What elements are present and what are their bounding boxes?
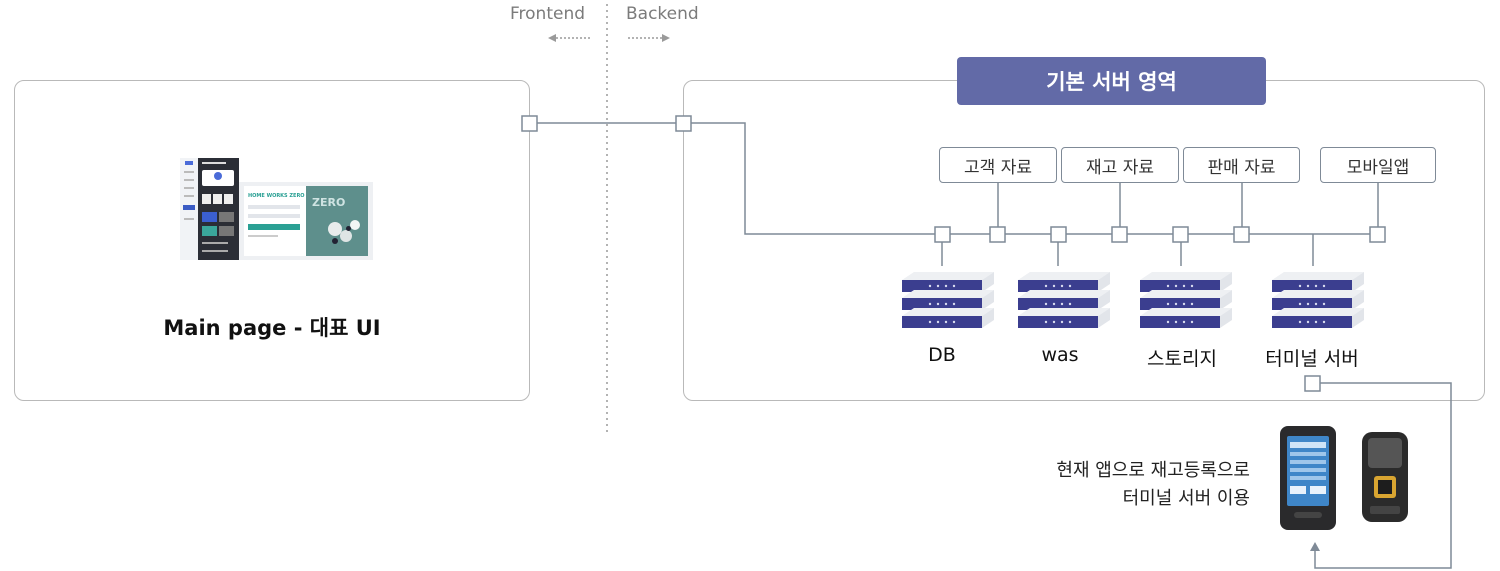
handheld-terminal-icon — [1280, 426, 1336, 530]
thumb-card-title: HOME WORKS ZERO — [248, 193, 305, 199]
frontend-arrow — [548, 34, 590, 42]
server-label-db: DB — [928, 344, 956, 366]
node-terminal — [1304, 375, 1321, 392]
storage-server-icon — [1140, 272, 1232, 328]
was-server-icon — [1018, 272, 1110, 328]
tag-customer-data: 고객 자료 — [939, 147, 1057, 183]
thumb-nav-rail — [180, 158, 198, 260]
thumb-dark-panel — [198, 158, 239, 260]
server-label-was: was — [1041, 344, 1079, 366]
node-frontend — [521, 115, 538, 132]
node-customer — [989, 226, 1006, 243]
backend-panel — [683, 80, 1485, 401]
device-arrow-head — [1310, 542, 1320, 551]
barcode-scanner-icon — [1362, 432, 1408, 522]
terminal-note: 현재 앱으로 재고등록으로 터미널 서버 이용 — [990, 457, 1250, 513]
tag-inventory-data: 재고 자료 — [1061, 147, 1179, 183]
main-page-thumbnail: HOME WORKS ZERO ZERO — [180, 158, 373, 260]
note-line-1: 현재 앱으로 재고등록으로 — [1056, 460, 1250, 481]
tag-mobile-app: 모바일앱 — [1320, 147, 1436, 183]
node-inventory — [1111, 226, 1128, 243]
backend-title: 기본 서버 영역 — [957, 57, 1266, 105]
node-mobile — [1369, 226, 1386, 243]
backend-label: Backend — [626, 4, 699, 24]
tag-sales-data: 판매 자료 — [1183, 147, 1300, 183]
db-server-icon — [902, 272, 994, 328]
main-bus-line — [530, 122, 1378, 235]
node-db — [934, 226, 951, 243]
node-storage — [1172, 226, 1189, 243]
server-label-storage: 스토리지 — [1147, 348, 1217, 370]
terminal-device-line — [1314, 382, 1452, 569]
thumb-brand: ZERO — [312, 196, 346, 209]
thumb-login-area: HOME WORKS ZERO ZERO — [239, 182, 373, 260]
node-sales — [1233, 226, 1250, 243]
terminal-server-icon — [1272, 272, 1364, 328]
frontend-label: Frontend — [510, 4, 586, 24]
server-label-terminal: 터미널 서버 — [1265, 348, 1359, 370]
main-page-title: Main page - 대표 UI — [163, 316, 381, 340]
node-backend — [675, 115, 692, 132]
thumb-hero-image: ZERO — [306, 186, 368, 256]
note-line-2: 터미널 서버 이용 — [1122, 488, 1250, 509]
node-was — [1050, 226, 1067, 243]
devices-image — [1280, 426, 1408, 530]
backend-arrow — [628, 34, 670, 42]
